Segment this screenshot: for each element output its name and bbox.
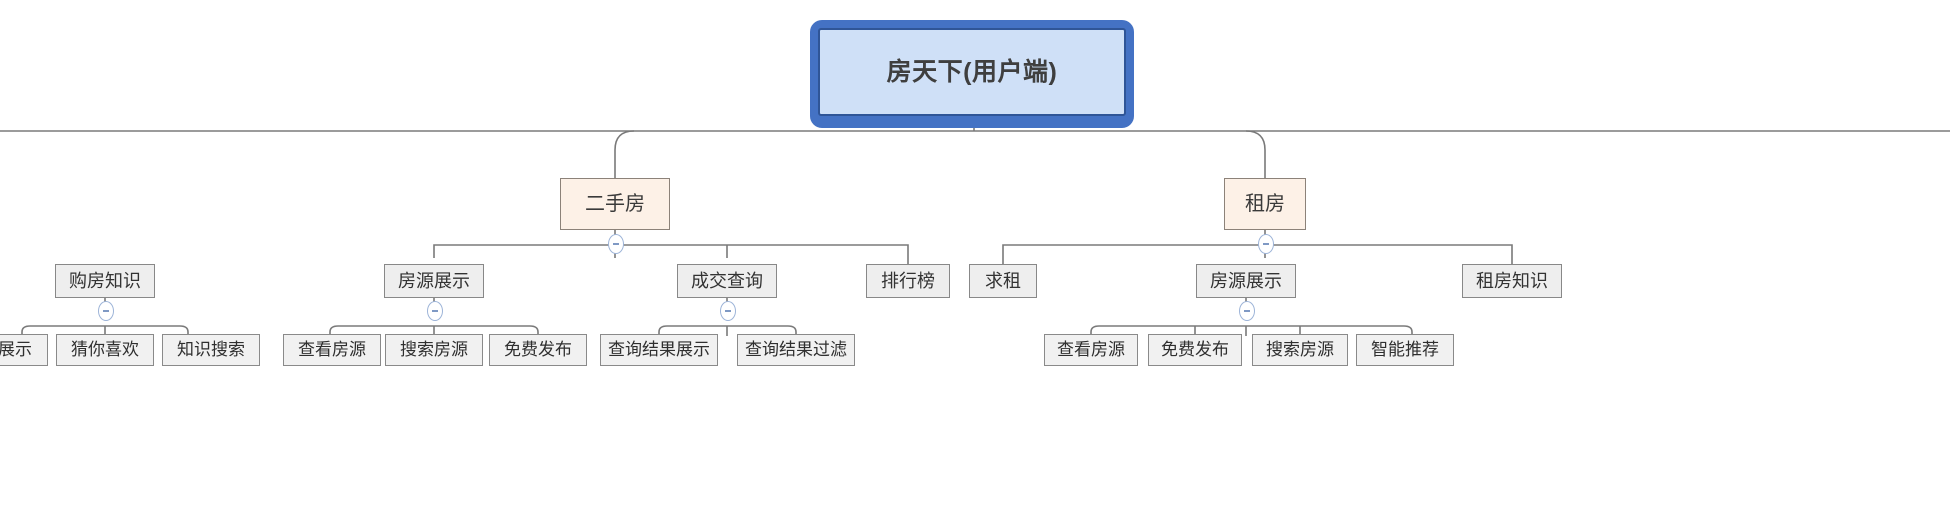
node-label-租房知识: 租房知识: [1476, 270, 1548, 291]
node-成交查询[interactable]: 成交查询: [677, 264, 777, 298]
node-label-知识搜索: 知识搜索: [177, 340, 245, 360]
node-查看房源-租房[interactable]: 查看房源: [1044, 334, 1138, 366]
node-label-二手房: 二手房: [585, 192, 645, 215]
minus-icon: [103, 310, 109, 312]
node-label-求租: 求租: [985, 270, 1021, 291]
node-label-免费发布-二手房: 免费发布: [504, 340, 572, 360]
node-label-查询结果过滤: 查询结果过滤: [745, 340, 847, 360]
root-node-房天下用户端[interactable]: 房天下(用户端): [818, 28, 1126, 116]
node-label-成交查询: 成交查询: [691, 270, 763, 291]
minus-icon: [613, 243, 619, 245]
node-label-查看房源-租房: 查看房源: [1057, 340, 1125, 360]
node-label-排行榜: 排行榜: [881, 270, 935, 291]
node-租房[interactable]: 租房: [1224, 178, 1306, 230]
node-搜索房源-租房[interactable]: 搜索房源: [1252, 334, 1348, 366]
node-免费发布-二手房[interactable]: 免费发布: [489, 334, 587, 366]
collapse-toggle-成交查询[interactable]: [720, 301, 736, 321]
minus-icon: [725, 310, 731, 312]
node-label-查询结果展示: 查询结果展示: [608, 340, 710, 360]
node-label-租房: 租房: [1245, 192, 1285, 215]
node-租房知识[interactable]: 租房知识: [1462, 264, 1562, 298]
node-label-搜索房源-租房: 搜索房源: [1266, 340, 1334, 360]
root-node-label: 房天下(用户端): [886, 57, 1058, 86]
minus-icon: [1244, 310, 1250, 312]
node-智能推荐[interactable]: 智能推荐: [1356, 334, 1454, 366]
collapse-toggle-二手房[interactable]: [608, 234, 624, 254]
node-搜索房源-二手房[interactable]: 搜索房源: [385, 334, 483, 366]
collapse-toggle-租房[interactable]: [1258, 234, 1274, 254]
node-查询结果过滤[interactable]: 查询结果过滤: [737, 334, 855, 366]
node-label-猜你喜欢: 猜你喜欢: [71, 340, 139, 360]
node-label-展示: 展示: [0, 340, 32, 360]
node-label-房源展示-二手房: 房源展示: [398, 270, 470, 291]
node-购房知识[interactable]: 购房知识: [55, 264, 155, 298]
node-求租[interactable]: 求租: [969, 264, 1037, 298]
collapse-toggle-购房知识[interactable]: [98, 301, 114, 321]
minus-icon: [1263, 243, 1269, 245]
node-房源展示-租房[interactable]: 房源展示: [1196, 264, 1296, 298]
node-排行榜[interactable]: 排行榜: [866, 264, 950, 298]
node-label-搜索房源-二手房: 搜索房源: [400, 340, 468, 360]
node-免费发布-租房[interactable]: 免费发布: [1148, 334, 1242, 366]
node-label-房源展示-租房: 房源展示: [1210, 270, 1282, 291]
node-猜你喜欢[interactable]: 猜你喜欢: [56, 334, 154, 366]
collapse-toggle-房源展示-租房[interactable]: [1239, 301, 1255, 321]
collapse-toggle-房源展示-二手房[interactable]: [427, 301, 443, 321]
node-label-购房知识: 购房知识: [69, 270, 141, 291]
node-label-免费发布-租房: 免费发布: [1161, 340, 1229, 360]
node-二手房[interactable]: 二手房: [560, 178, 670, 230]
node-label-查看房源-二手房: 查看房源: [298, 340, 366, 360]
node-房源展示-二手房[interactable]: 房源展示: [384, 264, 484, 298]
node-知识搜索[interactable]: 知识搜索: [162, 334, 260, 366]
node-查看房源-二手房[interactable]: 查看房源: [283, 334, 381, 366]
minus-icon: [432, 310, 438, 312]
node-查询结果展示[interactable]: 查询结果展示: [600, 334, 718, 366]
node-展示[interactable]: 展示: [0, 334, 48, 366]
node-label-智能推荐: 智能推荐: [1371, 340, 1439, 360]
